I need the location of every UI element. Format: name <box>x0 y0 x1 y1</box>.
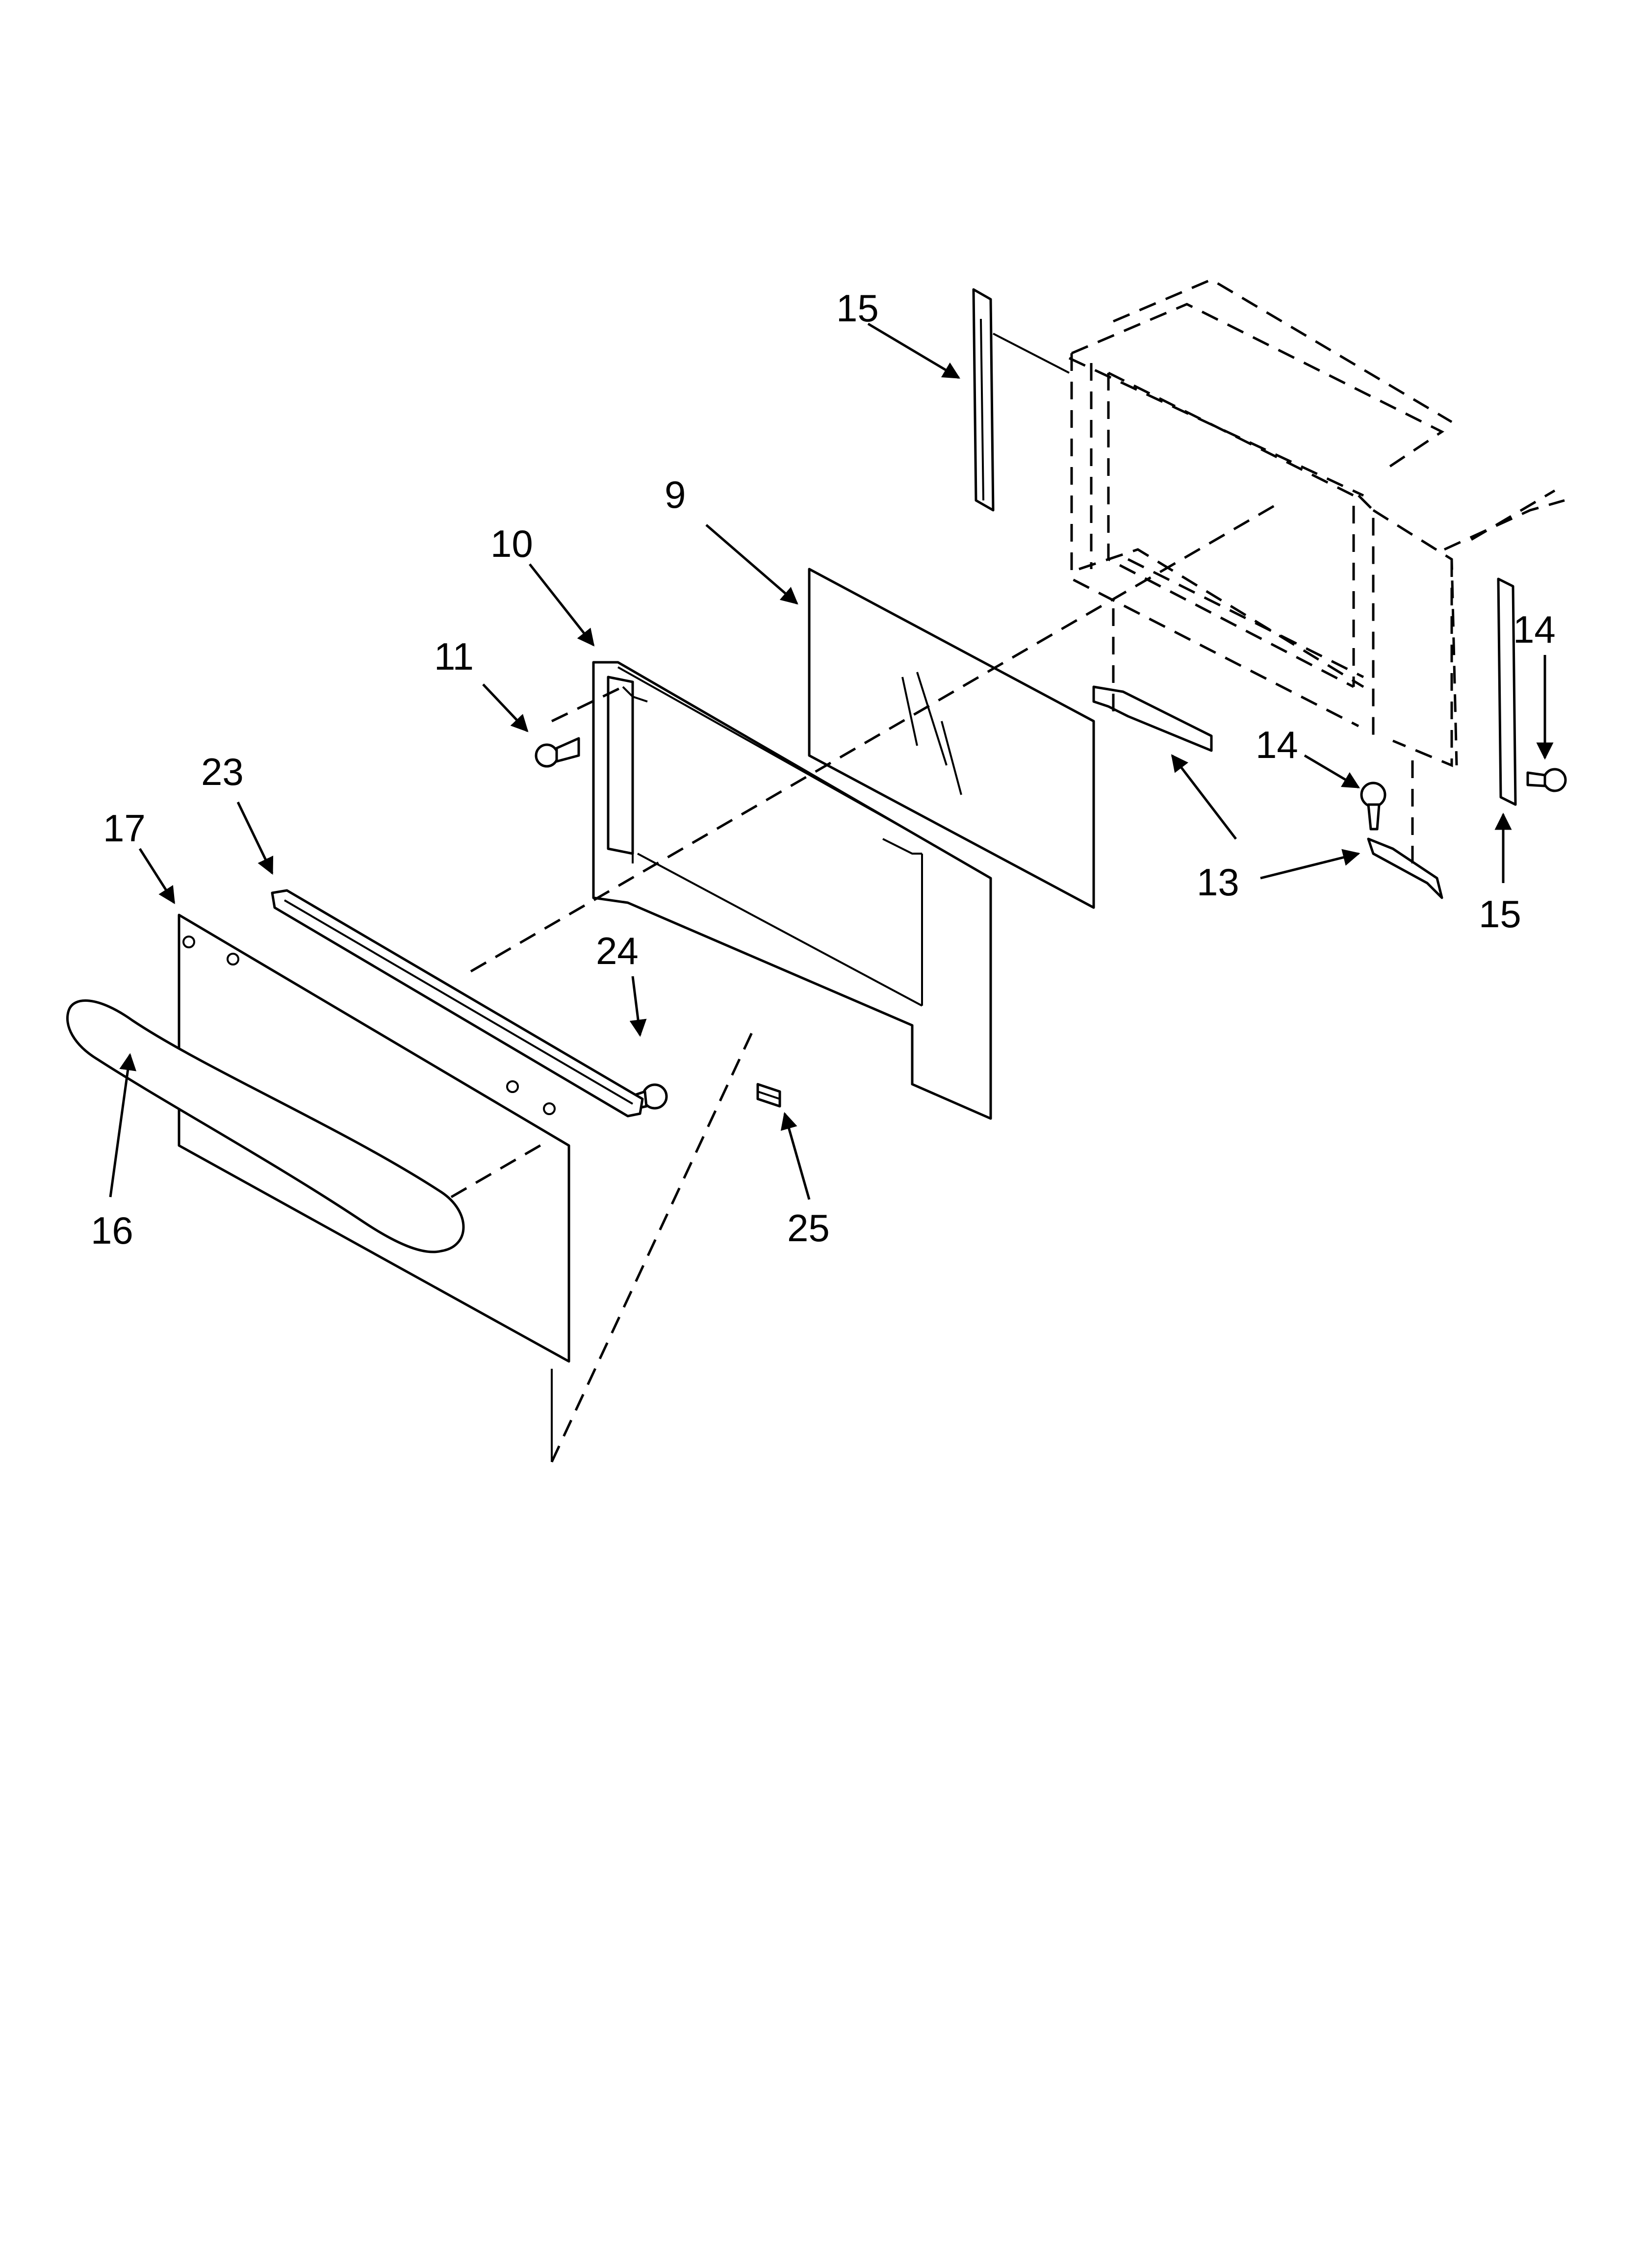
callout-labels: 15 9 10 11 23 17 16 24 25 13 14 14 15 <box>91 287 1556 1252</box>
screw-part-14-mid <box>1360 782 1386 831</box>
callout-10: 10 <box>490 522 533 565</box>
callout-14-right: 14 <box>1513 608 1556 651</box>
oven-cavity-outline <box>1068 278 1565 767</box>
screw-part-11 <box>535 737 580 768</box>
top-rail-part-23 <box>271 889 644 1118</box>
callout-14-mid: 14 <box>1256 723 1298 766</box>
trim-strip-part-15-top <box>972 288 1070 512</box>
hinge-bracket-part-13-b <box>1367 837 1443 899</box>
callout-16: 16 <box>91 1209 133 1252</box>
callout-15-bottom: 15 <box>1479 892 1521 936</box>
door-frame-part-10 <box>592 661 992 1120</box>
window-glass-part-9 <box>808 568 1095 909</box>
callout-15-top: 15 <box>836 287 879 330</box>
callout-9: 9 <box>665 473 686 516</box>
callout-17: 17 <box>103 807 146 850</box>
trim-strip-part-15-right <box>1497 577 1517 806</box>
hinge-bracket-part-13-a <box>1092 685 1213 752</box>
callout-24: 24 <box>596 929 639 972</box>
callout-23: 23 <box>201 750 244 793</box>
callout-13: 13 <box>1197 860 1239 904</box>
callout-11: 11 <box>434 635 474 678</box>
leader-arrows <box>109 322 1554 1200</box>
door-handle-part-16 <box>66 999 465 1253</box>
clip-part-25 <box>756 1083 781 1108</box>
callout-25: 25 <box>787 1206 830 1250</box>
assembly-lines <box>450 504 1414 1463</box>
screw-part-14-right <box>1526 768 1567 792</box>
